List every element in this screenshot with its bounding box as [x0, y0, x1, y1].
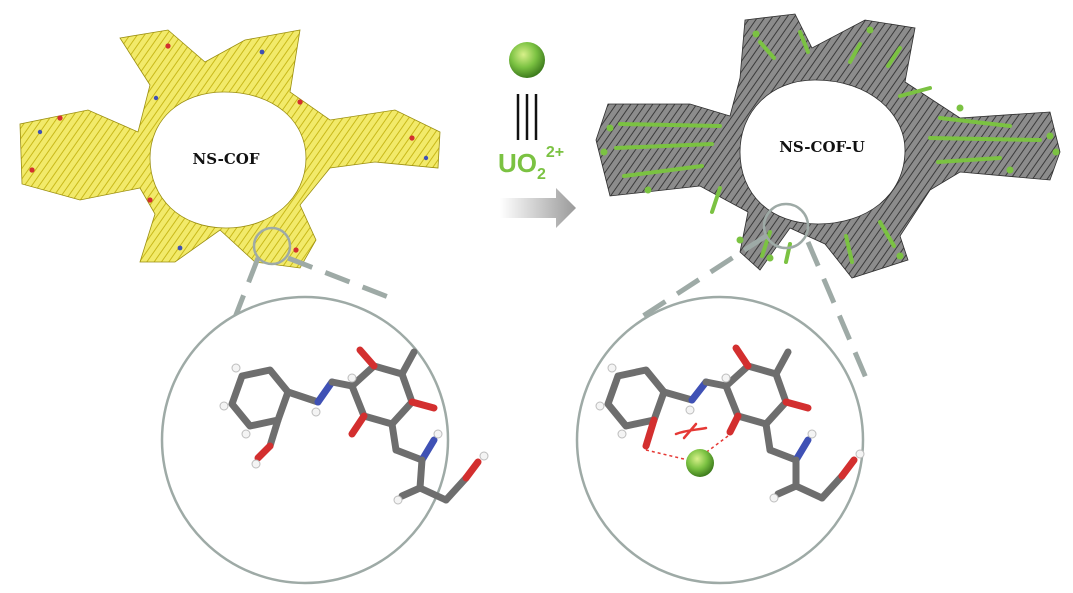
ion-subscript: 2	[537, 166, 546, 183]
ion-base: UO	[498, 148, 537, 178]
ns-cof-magnified-view	[160, 295, 489, 585]
uranyl-ion-label: UO22+	[498, 144, 564, 183]
ns-cof-u-magnified-view	[575, 295, 865, 585]
ns-cof-u-uranyl-rods	[614, 30, 1042, 264]
uranyl-ion-sphere	[686, 449, 714, 477]
ns-cof-u-zoom-circle	[575, 295, 865, 585]
ns-cof-zoom-spot	[252, 226, 292, 266]
ns-cof-molecule	[228, 346, 482, 504]
gradient-arrow-icon	[500, 188, 576, 228]
triple-line-icon	[516, 94, 538, 140]
reaction-step: UO22+	[498, 42, 576, 228]
ns-cof-u-uranyl-spheres	[600, 26, 1060, 262]
ns-cof-pore-wall	[19, 29, 441, 269]
ion-superscript: 2+	[546, 144, 564, 161]
ns-cof-label: NS-COF	[193, 150, 260, 168]
ns-cof-zoom-circle	[160, 295, 450, 585]
ns-cof-atom-dots	[29, 43, 429, 253]
ns-cof-u-molecule	[604, 344, 858, 502]
green-sphere-icon	[509, 42, 545, 78]
red-cross-icon	[674, 422, 708, 440]
ns-cof-u-hydrogen-atoms	[595, 363, 865, 503]
ns-cof-u-zoom-guides	[638, 233, 869, 379]
ns-cof-u-zoom-spot	[762, 202, 810, 250]
ns-cof-framework: NS-COF	[19, 29, 441, 269]
ns-cof-u-label: NS-COF-U	[779, 138, 865, 156]
ns-cof-u-framework: NS-COF-U	[595, 13, 1061, 279]
ns-cof-hydrogen-atoms	[219, 363, 489, 505]
coordination-dashes	[645, 435, 729, 461]
